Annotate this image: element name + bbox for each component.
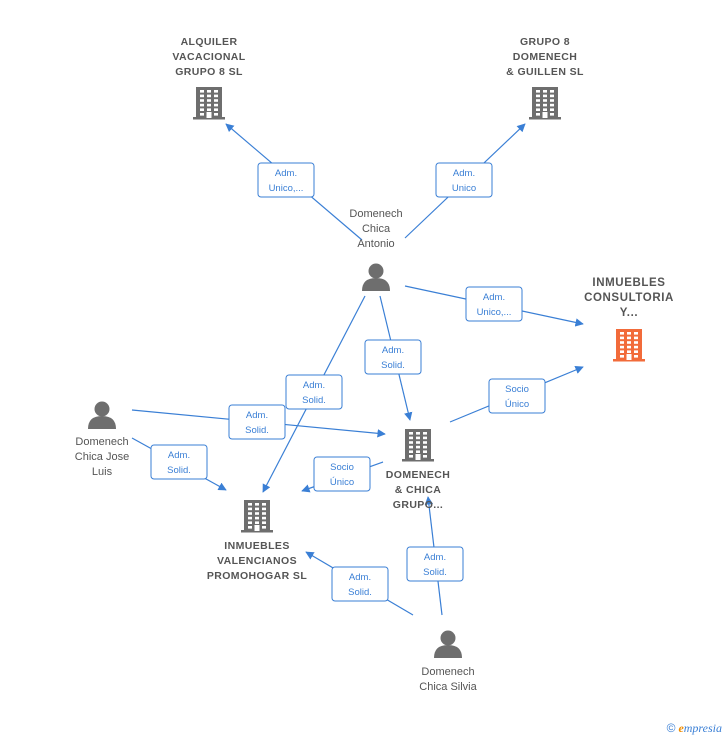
- node-label-line: INMUEBLES: [224, 540, 289, 552]
- edge-role-text: Socio: [505, 384, 529, 395]
- node-inmuebles-consultoria[interactable]: INMUEBLES CONSULTORIA Y...: [584, 277, 674, 362]
- node-domenech-chica[interactable]: DOMENECH & CHICA GRUPO...: [386, 429, 450, 511]
- edge-label-silvia-to-inmuebles_valencianos[interactable]: Adm. Solid.: [331, 566, 389, 602]
- node-label-line: DOMENECH: [386, 469, 450, 481]
- building-icon: [402, 429, 434, 462]
- building-icon: [241, 500, 273, 533]
- edge-role-text: Solid.: [348, 587, 372, 598]
- edge-role-text: Adm.: [303, 380, 325, 391]
- brand-name: mpresia: [683, 721, 722, 735]
- edge-role-text: Adm.: [382, 345, 404, 356]
- node-label-line: CONSULTORIA: [584, 292, 674, 304]
- edge-label-antonio-to-inmuebles_valencianos[interactable]: Adm. Solid.: [285, 374, 343, 410]
- edge-label-antonio-to-domenech_chica[interactable]: Adm. Solid.: [364, 339, 422, 375]
- edge-role-text: Solid.: [245, 425, 269, 436]
- edge-role-text: Solid.: [302, 395, 326, 406]
- node-inmuebles-valencianos[interactable]: INMUEBLES VALENCIANOS PROMOHOGAR SL: [207, 500, 307, 582]
- node-grupo8[interactable]: GRUPO 8 DOMENECH & GUILLEN SL: [506, 36, 584, 120]
- edge-role-text: Adm.: [453, 168, 475, 179]
- edge-role-text: Adm.: [168, 450, 190, 461]
- node-label-line: PROMOHOGAR SL: [207, 570, 307, 582]
- node-label-line: Chica Jose: [75, 451, 129, 463]
- node-label-line: GRUPO...: [393, 499, 443, 511]
- node-label-line: VACACIONAL: [172, 51, 245, 63]
- edge-label-antonio-to-inmuebles_consultoria[interactable]: Adm. Unico,...: [465, 286, 523, 322]
- edge-role-text: Adm.: [424, 552, 446, 563]
- person-icon: [88, 401, 116, 429]
- edge-role-text: Adm.: [349, 572, 371, 583]
- edge-role-text: Adm.: [483, 292, 505, 303]
- empresia-brand[interactable]: ©empresia: [667, 721, 722, 736]
- building-icon: [613, 329, 645, 362]
- edge-role-text: Único: [330, 477, 354, 488]
- edge-role-text: Unico,...: [269, 183, 304, 194]
- person-icon: [362, 263, 390, 291]
- edge-role-text: Adm.: [275, 168, 297, 179]
- node-label-line: Chica Silvia: [419, 681, 477, 693]
- node-label-line: INMUEBLES: [592, 277, 665, 289]
- edge-role-text: Solid.: [167, 465, 191, 476]
- edge-label-jose_luis-to-inmuebles_valencianos[interactable]: Adm. Solid.: [150, 444, 208, 480]
- node-label-line: GRUPO 8: [520, 36, 570, 48]
- node-label-line: Domenech: [349, 208, 402, 220]
- node-label-line: Chica: [362, 223, 391, 235]
- node-label-line: Y...: [620, 307, 638, 319]
- node-label-line: Domenech: [421, 666, 474, 678]
- edge-label-antonio-to-grupo8[interactable]: Adm. Unico: [435, 162, 493, 198]
- edge-label-antonio-to-alquiler[interactable]: Adm. Unico,...: [257, 162, 315, 198]
- building-icon: [529, 87, 561, 120]
- person-icon: [434, 630, 462, 658]
- node-label-line: & GUILLEN SL: [506, 66, 584, 78]
- copyright-icon: ©: [666, 721, 676, 735]
- node-label-line: ALQUILER: [181, 36, 238, 48]
- edge-label-silvia-to-domenech_chica[interactable]: Adm. Solid.: [406, 546, 464, 582]
- brand-e-logo: e: [678, 721, 684, 735]
- node-label-line: Domenech: [75, 436, 128, 448]
- edge-role-text: Unico,...: [477, 307, 512, 318]
- node-label-line: Antonio: [357, 238, 394, 250]
- node-label-line: Luis: [92, 466, 113, 478]
- node-label-line: GRUPO 8 SL: [175, 66, 243, 78]
- edge-label-jose_luis-to-domenech_chica[interactable]: Adm. Solid.: [228, 404, 286, 440]
- edge-role-text: Solid.: [423, 567, 447, 578]
- building-icon: [193, 87, 225, 120]
- node-alquiler[interactable]: ALQUILER VACACIONAL GRUPO 8 SL: [172, 36, 245, 120]
- edge-role-text: Único: [505, 399, 529, 410]
- node-label-line: & CHICA: [395, 484, 442, 496]
- edge-role-text: Unico: [452, 183, 476, 194]
- node-label-line: VALENCIANOS: [217, 555, 297, 567]
- edge-role-text: Socio: [330, 462, 354, 473]
- node-label-line: DOMENECH: [513, 51, 577, 63]
- edge-role-text: Solid.: [381, 360, 405, 371]
- edge-role-text: Adm.: [246, 410, 268, 421]
